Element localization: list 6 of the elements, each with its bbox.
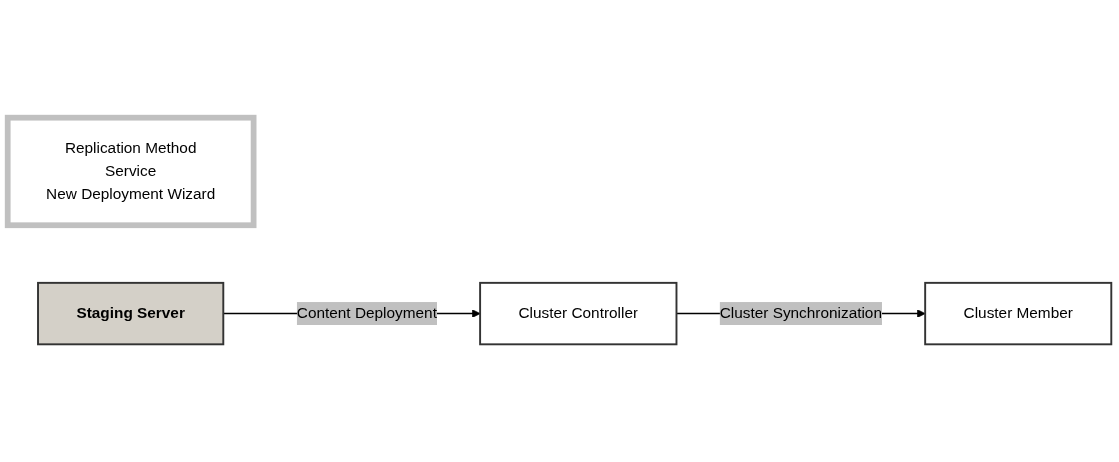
node-box: Cluster Member [924,281,1113,346]
edge-label: Cluster Synchronization [719,304,882,322]
node-box: Replication Method Service New Deployment Wizard [4,114,257,229]
node-box: Staging Server [37,281,225,346]
edge-label: Content Deployment [296,304,437,322]
node-box: Cluster Controller [479,281,678,346]
